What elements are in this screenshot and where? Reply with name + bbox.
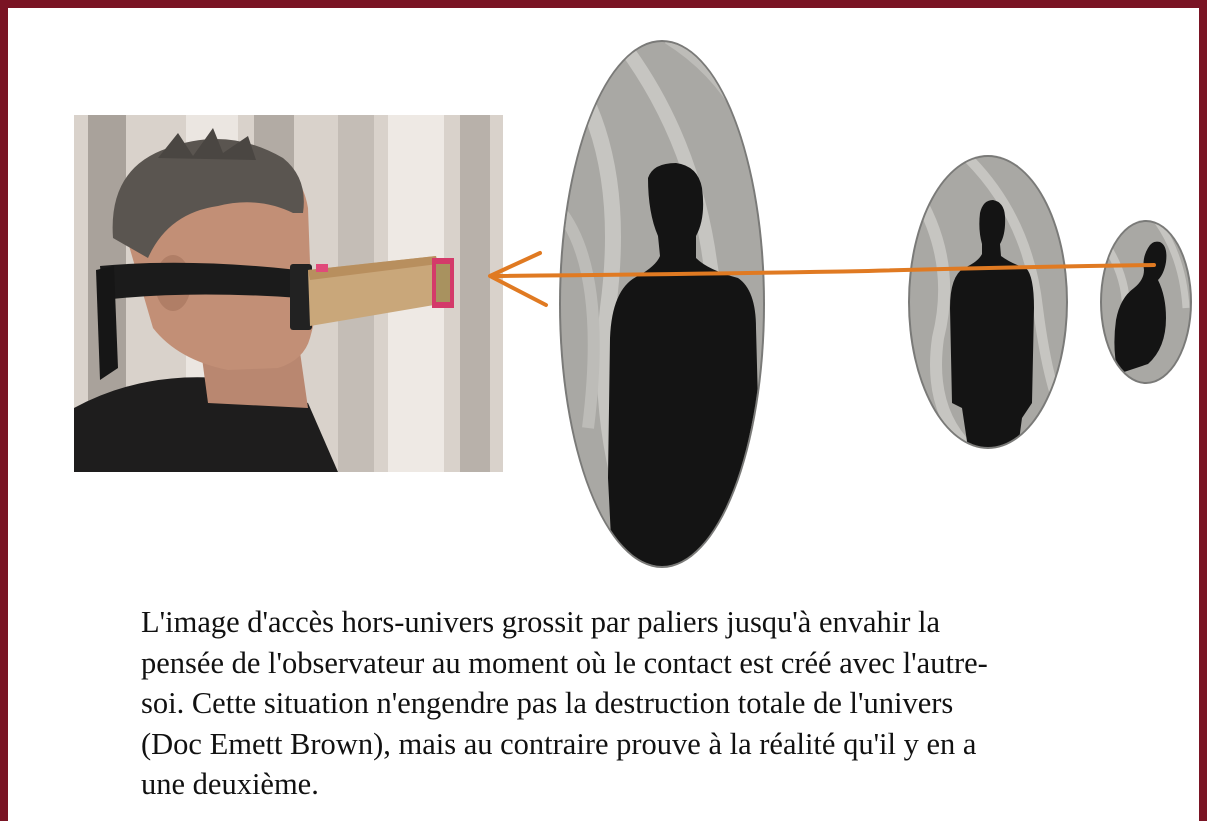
caption-text: L'image d'accès hors-univers grossit par…	[141, 602, 1141, 805]
portal-large	[558, 38, 768, 578]
caption-line: pensée de l'observateur au moment où le …	[141, 643, 1141, 684]
caption-line: (Doc Emett Brown), mais au contraire pro…	[141, 724, 1141, 765]
caption-line: soi. Cette situation n'engendre pas la d…	[141, 683, 1141, 724]
illustration	[8, 8, 1207, 608]
caption-line: L'image d'accès hors-univers grossit par…	[141, 602, 1141, 643]
portal-small	[1100, 220, 1192, 386]
portal-medium	[908, 155, 1068, 455]
observer-photo	[74, 115, 503, 472]
caption-line: une deuxième.	[141, 764, 1141, 805]
